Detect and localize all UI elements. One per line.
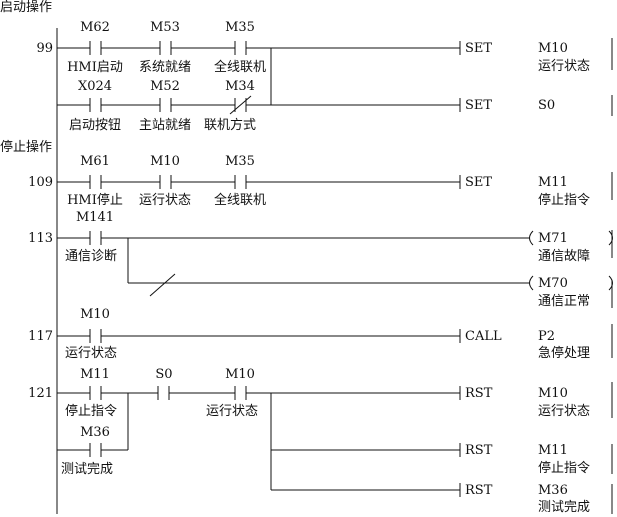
contact-no: M11 停止指令 bbox=[65, 367, 117, 419]
contact-comment: 运行状态 bbox=[206, 404, 258, 419]
instruction-operand: M10 bbox=[538, 386, 568, 401]
contact-no: M62 HMI启动 bbox=[67, 20, 123, 75]
rung-113: 113 M141 通信诊断 M71 通信故障 M70 通信正常 bbox=[28, 210, 613, 309]
contact-address: M35 bbox=[225, 20, 255, 35]
operand-comment: 运行状态 bbox=[538, 59, 590, 74]
contact-address: S0 bbox=[155, 367, 172, 382]
rung-109: 109 M61 HMI停止 M10 运行状态 M35 全线联机 SET M11 … bbox=[28, 154, 590, 208]
instruction-name: RST bbox=[465, 386, 493, 401]
contact-address: M61 bbox=[80, 154, 110, 169]
contact-no: M61 HMI停止 bbox=[67, 154, 123, 208]
output-instruction: SET S0 bbox=[459, 98, 555, 113]
contact-address: M52 bbox=[150, 79, 180, 94]
contact-no: M35 全线联机 bbox=[214, 20, 266, 75]
contact-comment: 停止指令 bbox=[65, 403, 117, 419]
contact-comment: 全线联机 bbox=[214, 192, 266, 208]
instruction-name: RST bbox=[465, 483, 493, 498]
coil-operand: M71 bbox=[538, 231, 568, 246]
step-number: 117 bbox=[28, 329, 53, 344]
instruction-name: SET bbox=[465, 98, 492, 113]
instruction-name: SET bbox=[465, 41, 492, 56]
contact-address: M10 bbox=[80, 307, 110, 322]
step-number: 121 bbox=[28, 386, 53, 401]
contact-no: M35 全线联机 bbox=[214, 154, 266, 208]
contact-address: M141 bbox=[76, 210, 114, 225]
section-title-start: 启动操作 bbox=[0, 0, 52, 15]
operand-comment: 测试完成 bbox=[538, 500, 590, 515]
coil-operand: M70 bbox=[538, 276, 568, 291]
output-instruction: SET M11 停止指令 bbox=[459, 175, 590, 208]
contact-comment: 全线联机 bbox=[214, 59, 266, 75]
contact-no: M53 系统就绪 bbox=[139, 20, 191, 75]
operand-comment: 急停处理 bbox=[538, 345, 590, 361]
contact-address: M11 bbox=[80, 367, 110, 382]
output-instruction: CALL P2 急停处理 bbox=[459, 329, 590, 361]
contact-address: M53 bbox=[150, 20, 180, 35]
operand-comment: 运行状态 bbox=[538, 404, 590, 419]
coil-comment: 通信故障 bbox=[538, 249, 590, 264]
contact-no: M10 运行状态 bbox=[139, 154, 191, 208]
contact-address: M34 bbox=[225, 79, 255, 94]
contact-comment: 主站就绪 bbox=[139, 118, 191, 133]
contact-no: M10 运行状态 bbox=[65, 307, 117, 361]
contact-address: M10 bbox=[225, 367, 255, 382]
contact-no: M52 主站就绪 bbox=[139, 79, 191, 133]
instruction-operand: P2 bbox=[538, 329, 555, 344]
contact-comment: HMI启动 bbox=[67, 60, 123, 75]
contact-address: M35 bbox=[225, 154, 255, 169]
contact-address: M36 bbox=[80, 425, 110, 440]
contact-no: M36 测试完成 bbox=[61, 425, 113, 477]
contact-comment: 运行状态 bbox=[65, 346, 117, 361]
instruction-operand: M11 bbox=[538, 443, 568, 458]
instruction-name: SET bbox=[465, 175, 492, 190]
output-instruction: RST M36 测试完成 bbox=[459, 483, 590, 515]
rung-99: 99 M62 HMI启动 M53 系统就绪 M35 全线联机 bbox=[36, 20, 590, 133]
contact-no: X024 启动按钮 bbox=[69, 79, 121, 133]
contact-address: X024 bbox=[78, 79, 112, 94]
instruction-name: CALL bbox=[465, 329, 502, 344]
instruction-operand: S0 bbox=[538, 98, 555, 113]
rung-117: 117 M10 运行状态 CALL P2 急停处理 bbox=[28, 307, 590, 361]
contact-no: M10 运行状态 bbox=[206, 367, 258, 419]
instruction-operand: M36 bbox=[538, 483, 568, 498]
instruction-operand: M10 bbox=[538, 41, 568, 56]
output-coil: M71 通信故障 bbox=[529, 230, 613, 264]
coil-comment: 通信正常 bbox=[538, 294, 590, 309]
contact-comment: 运行状态 bbox=[139, 193, 191, 208]
output-instruction: RST M11 停止指令 bbox=[459, 443, 590, 476]
step-number: 109 bbox=[28, 175, 53, 190]
output-instruction: SET M10 运行状态 bbox=[459, 41, 590, 74]
section-title-stop: 停止操作 bbox=[0, 139, 52, 155]
contact-no: S0 bbox=[155, 367, 173, 400]
operand-comment: 停止指令 bbox=[538, 460, 590, 476]
contact-no: M141 通信诊断 bbox=[65, 210, 117, 264]
contact-comment: 联机方式 bbox=[204, 117, 256, 133]
output-coil: M70 通信正常 bbox=[529, 275, 613, 309]
operand-comment: 停止指令 bbox=[538, 192, 590, 208]
contact-comment: 启动按钮 bbox=[69, 118, 121, 133]
rung-121: 121 M11 停止指令 S0 M10 运行状态 M36 测试完成 bbox=[28, 367, 590, 515]
contact-address: M10 bbox=[150, 154, 180, 169]
contact-address: M62 bbox=[80, 20, 110, 35]
contact-comment: 通信诊断 bbox=[65, 249, 117, 264]
contact-comment: HMI停止 bbox=[67, 192, 123, 208]
contact-comment: 测试完成 bbox=[61, 462, 113, 477]
contact-comment: 系统就绪 bbox=[139, 60, 191, 75]
instruction-operand: M11 bbox=[538, 175, 568, 190]
step-number: 99 bbox=[36, 41, 53, 56]
step-number: 113 bbox=[28, 231, 53, 246]
contact-nc: M34 联机方式 bbox=[204, 79, 256, 133]
output-instruction: RST M10 运行状态 bbox=[459, 386, 590, 419]
instruction-name: RST bbox=[465, 443, 493, 458]
